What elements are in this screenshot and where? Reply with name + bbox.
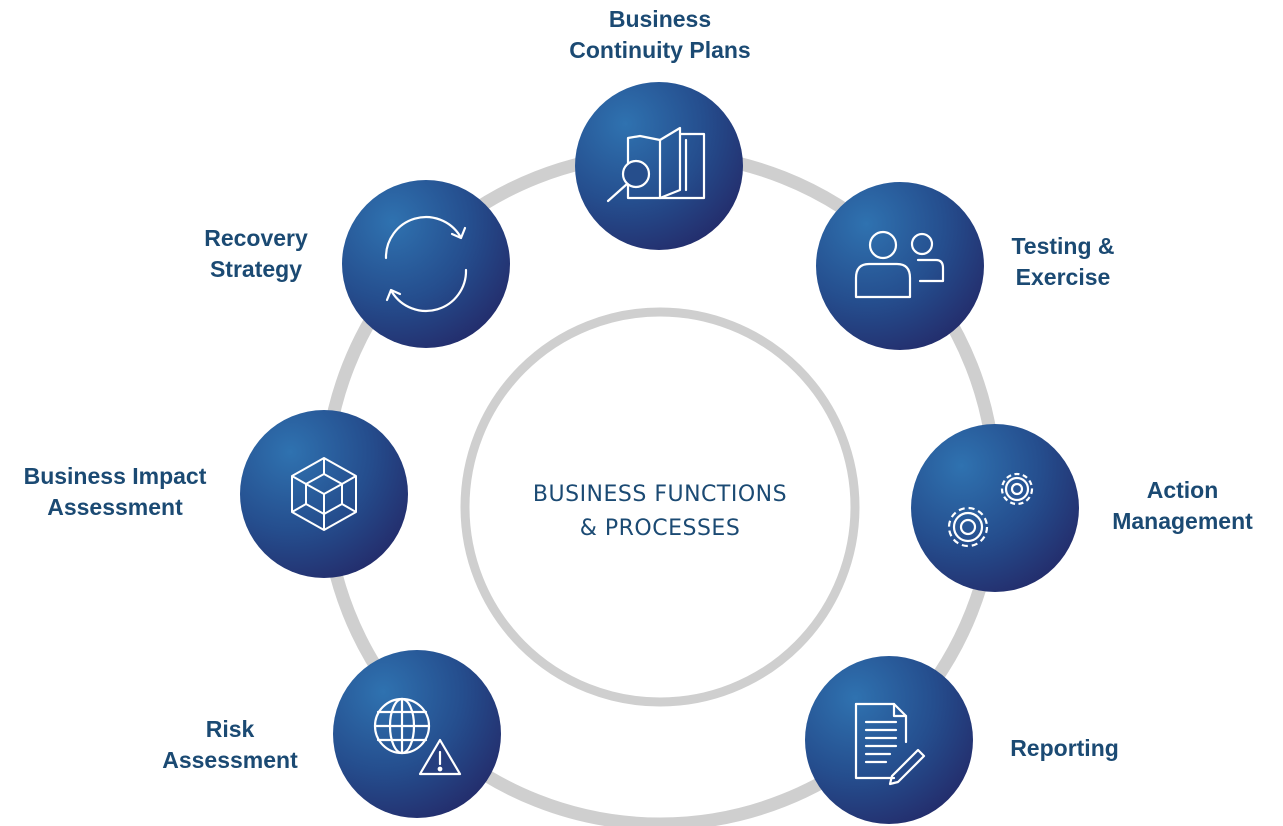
label-line: Risk <box>205 716 255 742</box>
center-title-line-2: & PROCESSES <box>579 516 741 541</box>
document-pen-icon <box>854 702 926 786</box>
people-icon <box>854 230 945 299</box>
node-circle <box>333 650 501 818</box>
label-line: Business Impact <box>23 463 207 489</box>
center-title: BUSINESS FUNCTIONS & PROCESSES <box>480 478 840 546</box>
center-ring <box>460 307 860 707</box>
center-title-line-1: BUSINESS FUNCTIONS <box>532 482 788 507</box>
label-line: Reporting <box>1010 735 1119 761</box>
label-testing-exercise: Testing & Exercise <box>988 231 1138 293</box>
node-testing-exercise <box>816 182 984 350</box>
label-line: Testing & <box>1011 233 1115 259</box>
label-action-management: Action Management <box>1100 475 1265 537</box>
label-business-impact-assessment: Business Impact Assessment <box>4 461 226 523</box>
node-action-management <box>911 424 1079 592</box>
node-circle <box>805 656 973 824</box>
label-reporting: Reporting <box>992 733 1137 764</box>
label-line: Management <box>1112 508 1253 534</box>
node-circle <box>911 424 1079 592</box>
label-line: Assessment <box>47 494 183 520</box>
node-risk-assessment <box>333 650 501 818</box>
cube-icon <box>291 457 357 531</box>
node-business-impact-assessment <box>240 410 408 578</box>
node-recovery-strategy <box>342 180 510 348</box>
label-business-continuity-plans: Business Continuity Plans <box>530 4 790 66</box>
label-line: Continuity Plans <box>569 37 751 63</box>
label-line: Exercise <box>1015 264 1111 290</box>
label-risk-assessment: Risk Assessment <box>140 714 320 776</box>
label-line: Recovery <box>204 225 308 251</box>
label-line: Strategy <box>209 256 303 282</box>
node-business-continuity-plans <box>575 82 743 250</box>
label-recovery-strategy: Recovery Strategy <box>176 223 336 285</box>
label-line: Assessment <box>162 747 298 773</box>
book-magnifier-icon <box>606 126 706 203</box>
refresh-icon <box>384 215 468 313</box>
node-reporting <box>805 656 973 824</box>
node-circle <box>816 182 984 350</box>
gears-icon <box>947 472 1034 548</box>
label-line: Action <box>1146 477 1219 503</box>
node-circle <box>342 180 510 348</box>
globe-warning-icon <box>373 697 462 776</box>
label-line: Business <box>608 6 712 32</box>
